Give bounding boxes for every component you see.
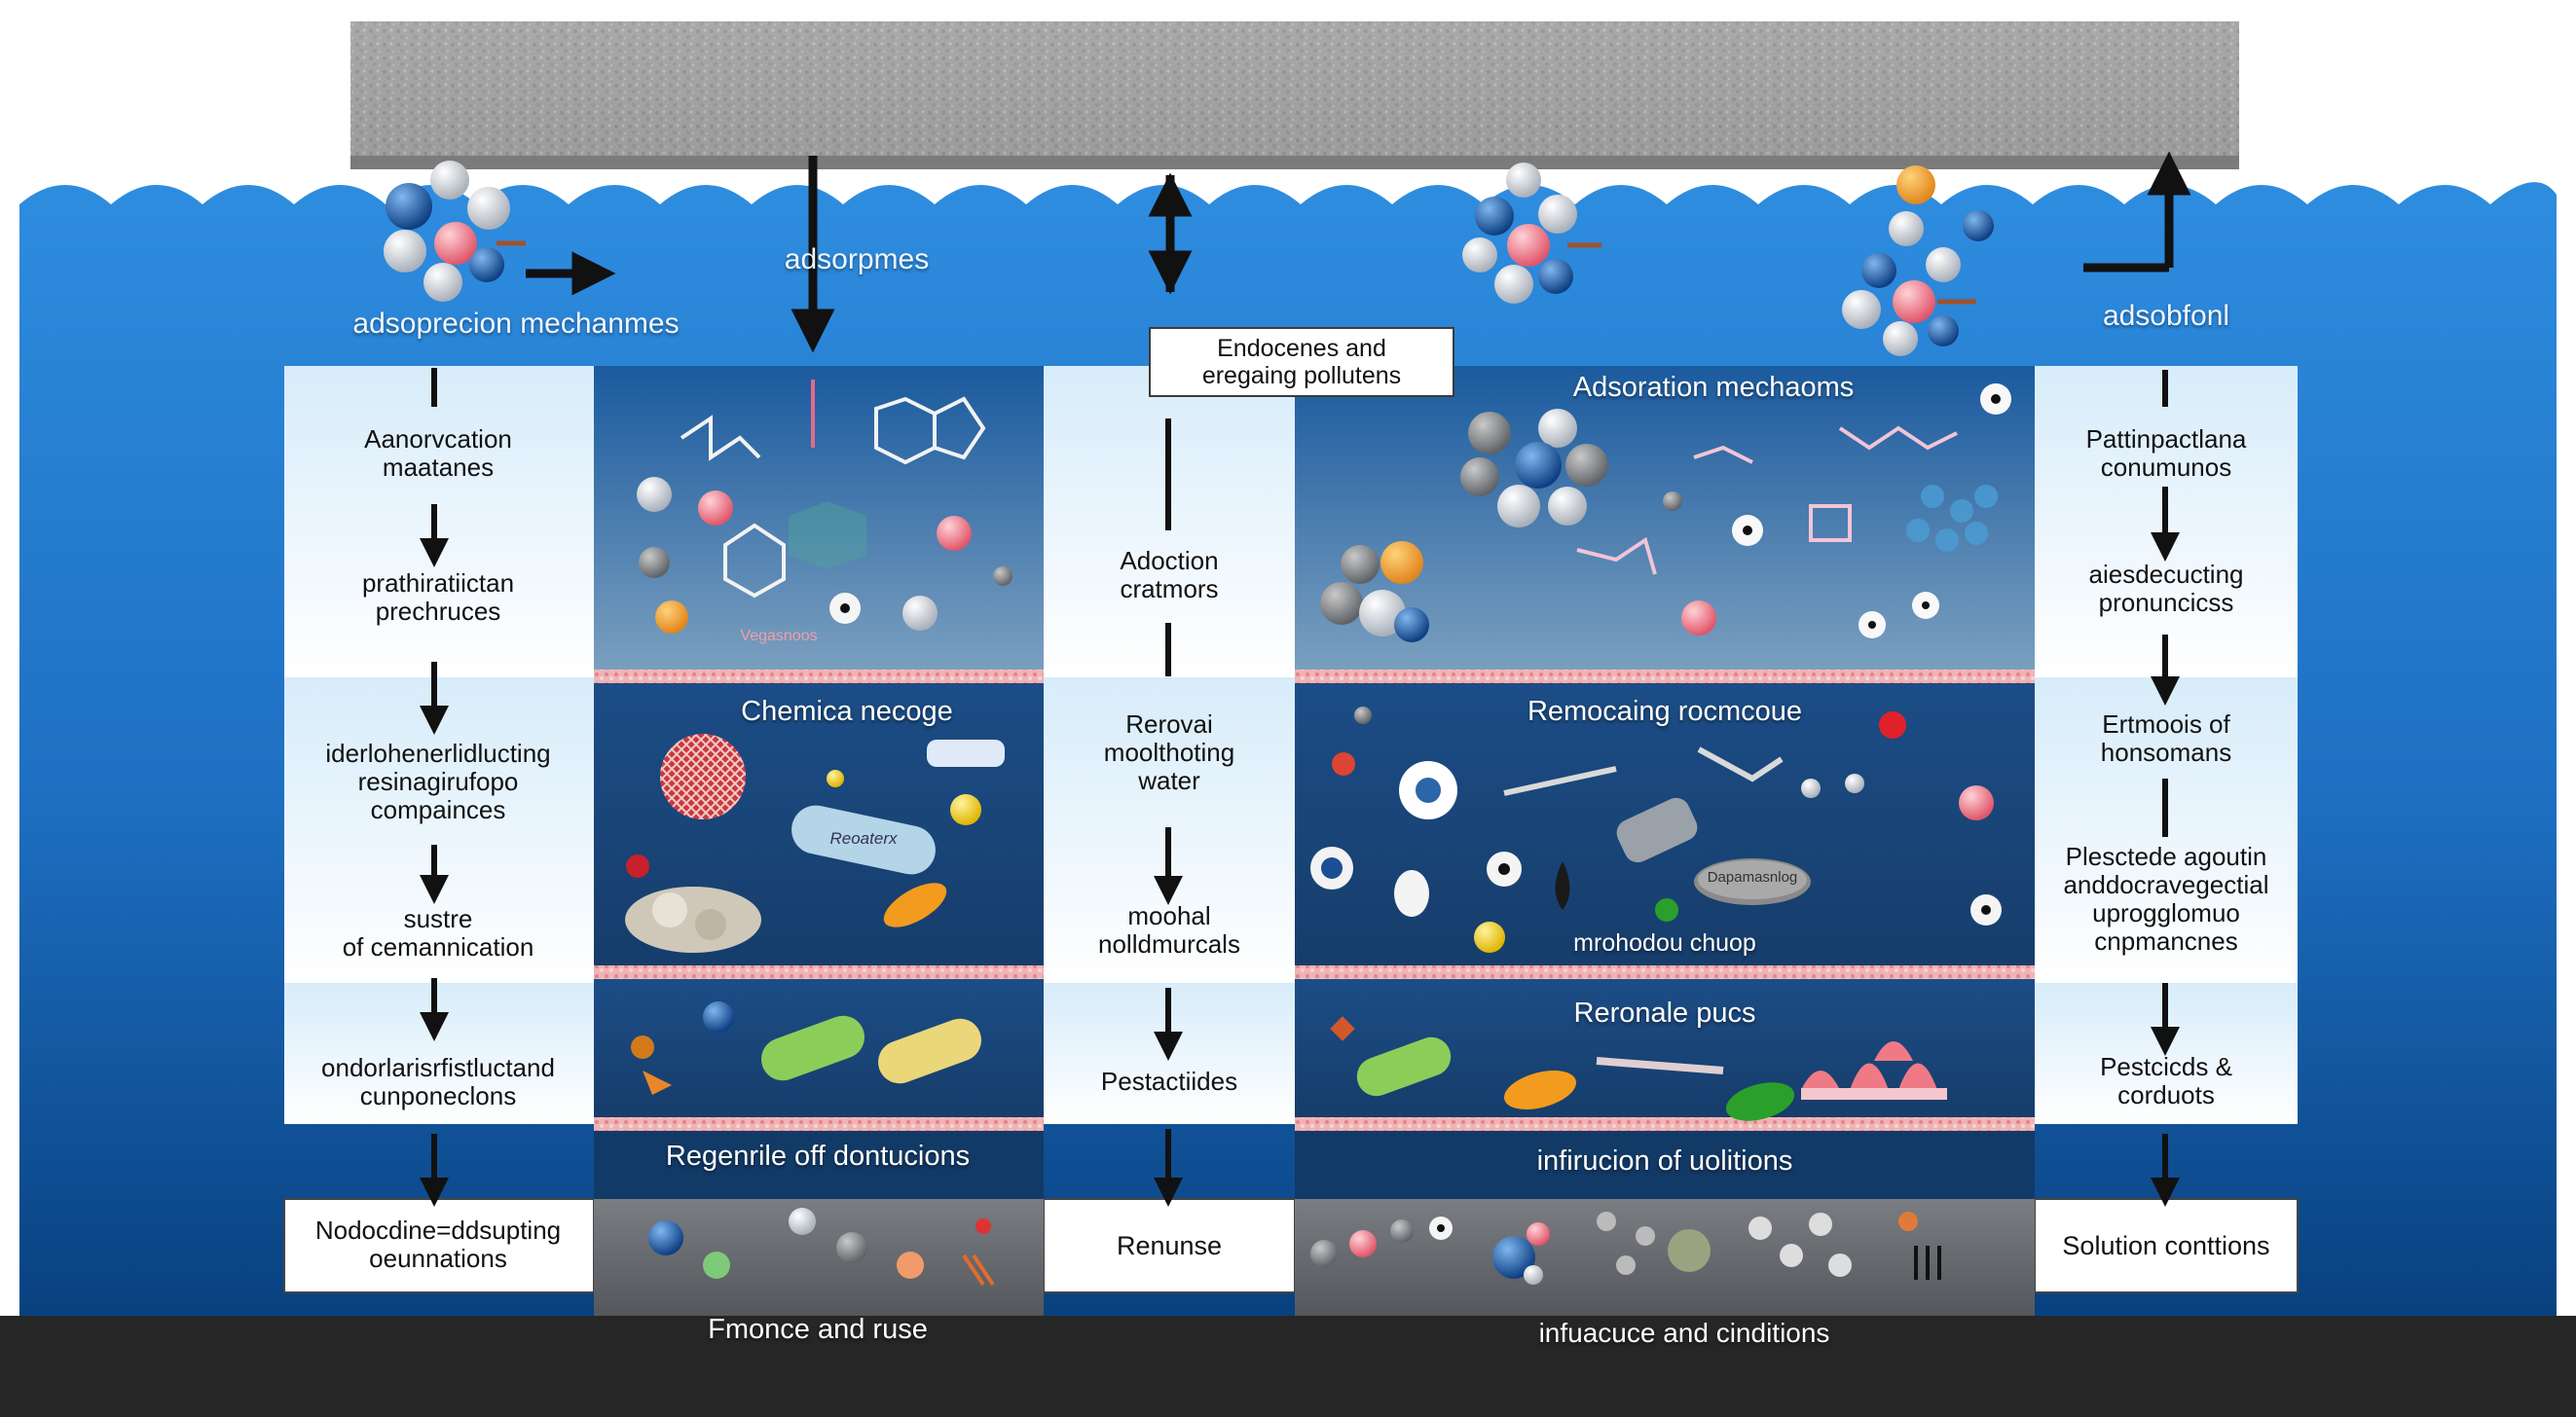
center-column-bg bbox=[1043, 366, 1296, 1293]
top-center-caption: adsorpmes bbox=[784, 243, 930, 275]
right-panel-row4-title: infirucion of uolitions bbox=[1536, 1145, 1793, 1177]
right-panel-ellipse-label: Dapamasnlog bbox=[1707, 869, 1798, 886]
center-label-box: Endocenes and eregaing pollutens bbox=[1149, 327, 1454, 397]
left-panel-bottom-caption: Fmonce and ruse bbox=[708, 1314, 928, 1345]
left-panel-particles bbox=[637, 477, 1012, 634]
right-panel-row3-title: Reronale pucs bbox=[1573, 998, 1756, 1029]
right-panel-row2-title: Remocaing rocmcoue bbox=[1527, 696, 1803, 727]
left-panel-pill-label: Reoaterx bbox=[829, 829, 898, 848]
left-panel-bottom-items bbox=[648, 1208, 995, 1287]
right-panel-bonds bbox=[1576, 425, 1958, 575]
left-panel-row2-items bbox=[625, 734, 1005, 953]
right-panel-row1-items bbox=[1320, 383, 2011, 642]
right-panel-row2-items bbox=[1310, 707, 2002, 953]
right-panel-bottom-caption: infuacuce and cinditions bbox=[1538, 1318, 1830, 1348]
top-left-caption: adsoprecion mechanmes bbox=[352, 308, 680, 340]
right-panel-row2-caption: mrohodou chuop bbox=[1573, 929, 1756, 957]
molecule-cluster-mid bbox=[1462, 163, 1601, 304]
left-panel-molecules bbox=[680, 380, 986, 599]
right-step-6: Solution conttions bbox=[2062, 1231, 2270, 1260]
left-panel-row3-items bbox=[631, 1001, 982, 1095]
left-panel-row4-title: Regenrile off dontucions bbox=[665, 1141, 971, 1172]
left-panel-small-label: Vegasnoos bbox=[740, 628, 818, 644]
center-step-5: Renunse bbox=[1116, 1231, 1223, 1260]
left-panel-row2-title: Chemica necoge bbox=[741, 696, 953, 727]
top-right-caption: adsobfonl bbox=[2102, 300, 2230, 332]
right-panel-bottom-items bbox=[1310, 1212, 1941, 1285]
molecule-cluster-right bbox=[1842, 165, 1994, 356]
molecule-cluster-left bbox=[384, 161, 526, 302]
center-step-4: Pestactiides bbox=[1100, 1067, 1238, 1096]
right-panel-title: Adsoration mechaoms bbox=[1572, 372, 1855, 403]
right-step-5: Pestcicds &corduots bbox=[2100, 1052, 2232, 1110]
